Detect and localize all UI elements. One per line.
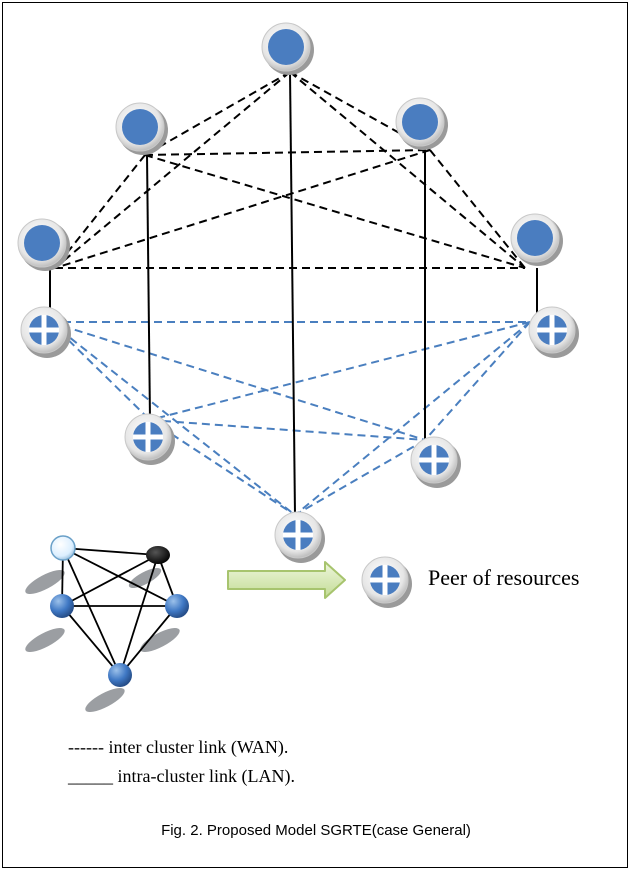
resource-peers xyxy=(20,306,579,563)
resource-peer xyxy=(274,511,325,563)
plus-circle-icon xyxy=(537,315,567,345)
blue-circle-icon xyxy=(517,220,553,256)
wan-link xyxy=(149,321,531,421)
legend-wan-label: ------ inter cluster link (WAN). xyxy=(68,737,289,757)
wan-link xyxy=(149,419,426,441)
lan-link xyxy=(289,71,296,516)
light-node-icon xyxy=(50,535,76,561)
wan-peer-links xyxy=(49,321,531,516)
legend-lan-label: _____ intra-cluster link (LAN). xyxy=(68,766,295,786)
figure-caption: Fig. 2. Proposed Model SGRTE(case Genera… xyxy=(161,822,471,839)
right-arrow-icon xyxy=(227,561,346,599)
resource-peer xyxy=(124,413,175,465)
wan-link xyxy=(54,71,291,269)
plus-circle-icon xyxy=(419,445,449,475)
blue-node-icon xyxy=(165,594,189,618)
cluster-node xyxy=(17,218,70,271)
plus-circle-icon xyxy=(29,315,59,345)
wan-cluster-links xyxy=(54,71,526,269)
resource-peer xyxy=(410,436,461,488)
peer-of-resources-label: Peer of resources xyxy=(428,565,580,590)
wan-link xyxy=(54,154,146,269)
plus-circle-icon xyxy=(370,565,400,595)
legend-peer xyxy=(361,556,412,608)
wan-link xyxy=(49,321,426,441)
wan-link xyxy=(144,154,526,269)
lan-links xyxy=(49,71,538,516)
cluster-node xyxy=(261,22,314,75)
cluster-illustration xyxy=(25,535,189,713)
blue-node-icon xyxy=(50,594,74,618)
cluster-node xyxy=(510,213,563,266)
plus-circle-icon xyxy=(283,520,313,550)
blue-circle-icon xyxy=(122,109,158,145)
cluster-node xyxy=(395,97,448,150)
resource-peer xyxy=(20,306,71,358)
wan-link xyxy=(144,71,291,156)
wan-link xyxy=(54,149,431,269)
plus-circle-icon xyxy=(133,422,163,452)
wan-link xyxy=(424,321,531,441)
blue-circle-icon xyxy=(402,104,438,140)
lan-link xyxy=(146,154,151,421)
cluster-node xyxy=(115,102,168,155)
wan-link xyxy=(429,149,526,269)
resource-peer xyxy=(528,306,579,358)
dark-node-icon xyxy=(146,546,170,564)
blue-circle-icon xyxy=(24,225,60,261)
wan-link xyxy=(49,321,151,421)
wan-link xyxy=(144,149,431,156)
blue-node-icon xyxy=(108,663,132,687)
blue-circle-icon xyxy=(268,29,304,65)
wan-link xyxy=(294,321,531,516)
cluster-nodes xyxy=(17,22,563,271)
wan-link xyxy=(49,321,296,516)
wan-link xyxy=(294,439,426,516)
